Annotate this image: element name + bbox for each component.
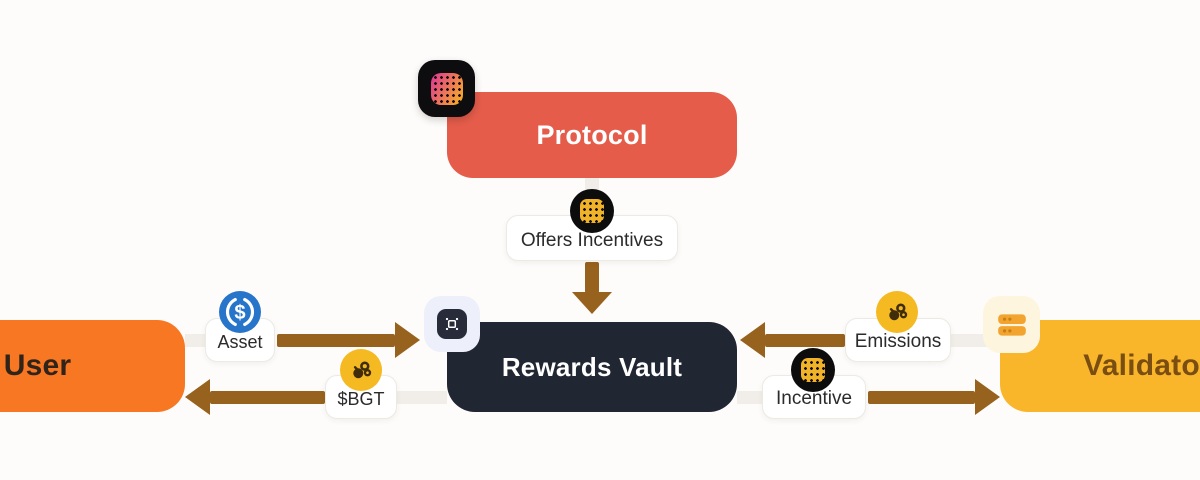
rewards-vault-node: Rewards Vault [447,322,737,412]
arrow-incentive-right-head [975,379,1000,415]
arrow-asset-right-shaft [277,334,395,347]
honeycomb-glyph [801,358,825,382]
bgt-bee-coin-icon [340,349,382,391]
bgt-label: $BGT [337,389,385,409]
protocol-node: Protocol [447,92,737,178]
honeycomb-glyph [580,199,604,223]
honeycomb-coin-icon [791,348,835,392]
asset-label: Asset [217,332,263,352]
validator-label: Validator [1083,349,1200,382]
arrow-asset-right-head [395,322,420,358]
arrow-emissions-left-head [740,322,765,358]
user-label: User [3,349,72,382]
svg-text:$: $ [234,302,245,324]
honeycomb-gradient-glyph [430,72,463,105]
arrow-incentive-right-shaft [868,391,975,404]
arrow-offers-down-head [572,292,612,314]
arrow-offers-down-shaft [585,262,599,293]
connector-user-asset [185,334,209,347]
arrow-bgt-left-shaft [210,391,325,404]
vault-badge [424,296,480,352]
bgt-card: $BGT [325,375,397,419]
offers-incentives-label: Offers Incentives [520,230,664,251]
connector-vault-incentive [737,391,764,404]
arrow-bgt-left-head [185,379,210,415]
vault-frame-icon [437,309,467,339]
user-node: User [0,320,185,412]
rewards-vault-label: Rewards Vault [501,351,683,382]
arrow-emissions-left-shaft [765,334,845,347]
protocol-label: Protocol [536,119,648,150]
connector-bgt-vault [397,391,447,404]
server-icon [983,296,1040,353]
bgt-bee-coin-icon [876,291,918,333]
usdc-coin-icon: $ [219,291,261,333]
berachain-app-icon [418,60,475,117]
emissions-label: Emissions [854,331,942,352]
incentive-label: Incentive [775,388,853,409]
honeycomb-coin-icon [570,189,614,233]
